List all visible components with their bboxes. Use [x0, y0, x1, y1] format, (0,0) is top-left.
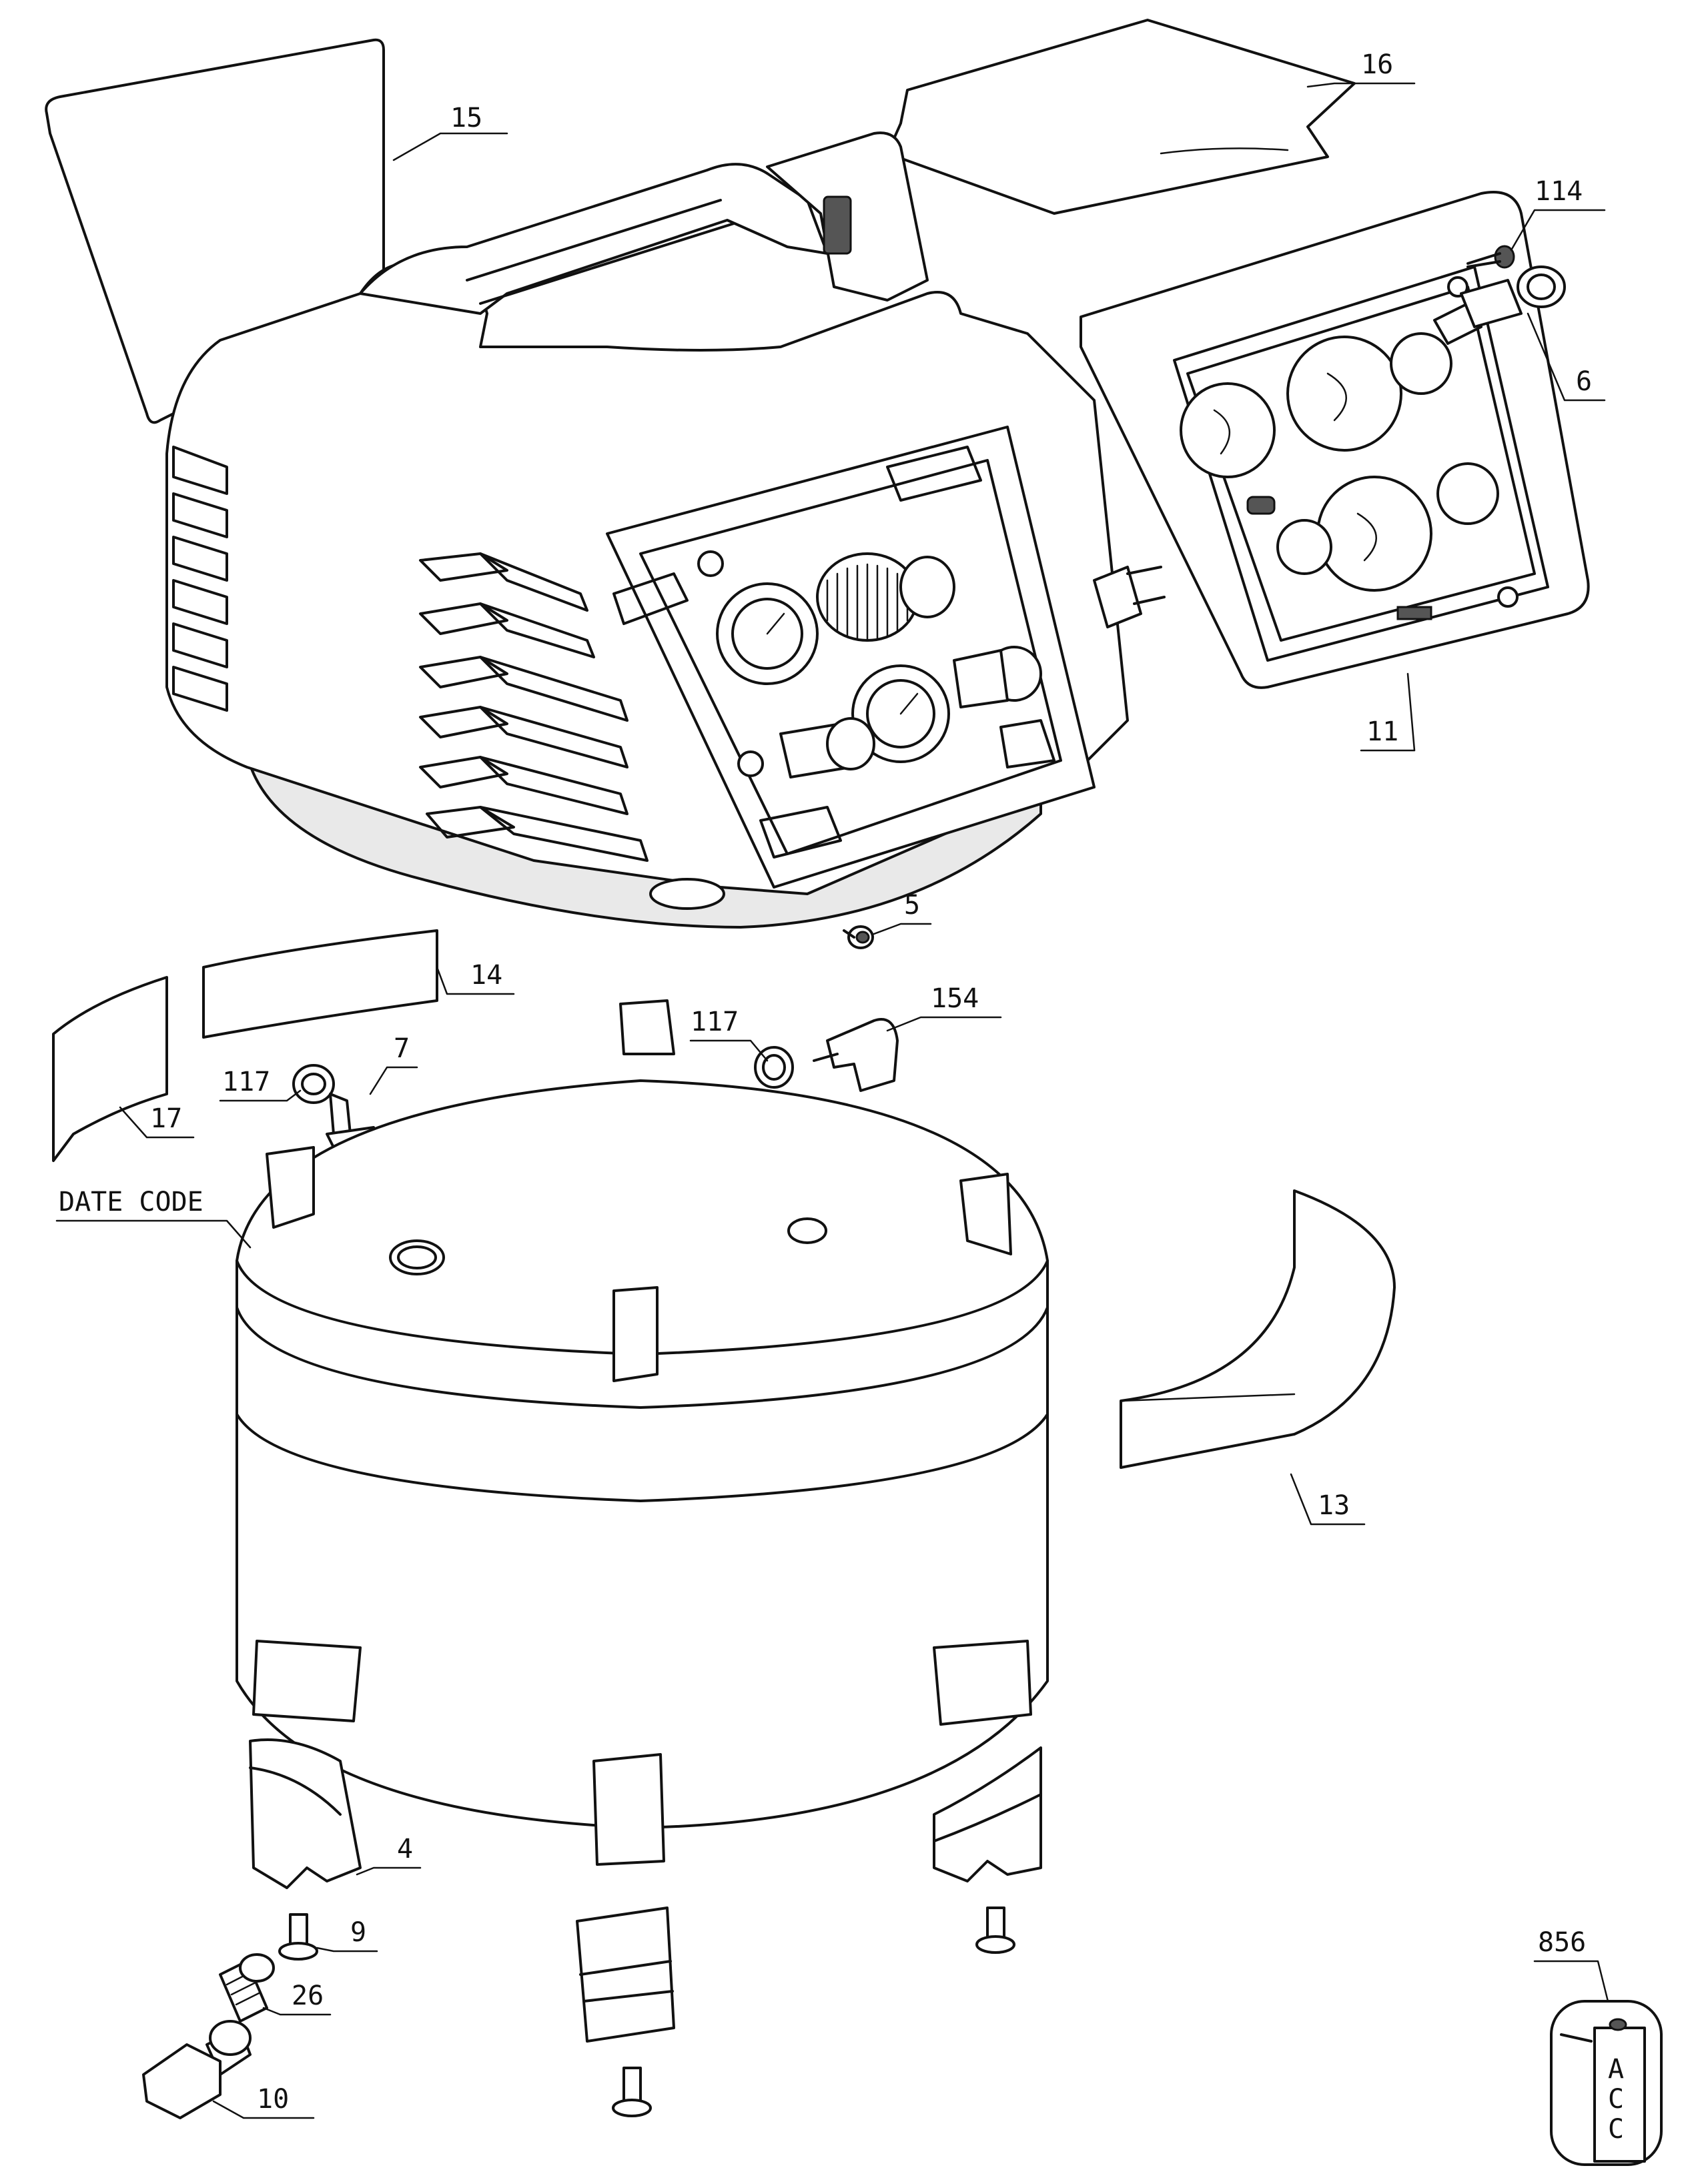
elbow-fitting-154-icon — [813, 1018, 899, 1092]
callout-117-upper: 117 — [691, 1007, 739, 1037]
front-cover-11 — [1080, 191, 1590, 689]
cover-badge-icon — [1246, 496, 1276, 515]
callout-856: 856 — [1538, 1927, 1586, 1958]
cover-opening-small-top — [1390, 332, 1452, 395]
cover-opening-gauge-bottom — [1316, 476, 1432, 592]
acc-letter-3: C — [1608, 2114, 1624, 2145]
bolt-9-icon — [278, 1913, 318, 1961]
callout-14: 14 — [470, 960, 502, 991]
cover-badge-bottom-icon — [1396, 606, 1432, 620]
callout-9: 9 — [350, 1917, 366, 1948]
callout-15: 15 — [450, 103, 482, 133]
front-vent — [419, 552, 649, 862]
callout-5: 5 — [904, 890, 920, 921]
side-vent-left — [172, 446, 228, 712]
callout-114: 114 — [1535, 176, 1583, 207]
callout-11: 11 — [1366, 716, 1398, 747]
housing-drain-hole — [649, 878, 725, 910]
cover-opening-gauge-top — [1286, 336, 1402, 452]
drain-valve-10-icon — [142, 2020, 252, 2119]
acc-letter-1: A — [1608, 2054, 1624, 2085]
callout-6: 6 — [1576, 366, 1592, 397]
callout-154: 154 — [931, 983, 979, 1014]
callout-13: 13 — [1318, 1490, 1350, 1521]
screw-114-icon — [1466, 245, 1515, 269]
carry-handle — [359, 131, 929, 315]
air-tank — [236, 999, 1049, 1829]
regulator-knob-icon — [816, 552, 955, 642]
tank-bracket-left — [266, 1146, 315, 1229]
control-panel-frame — [606, 426, 1096, 889]
power-plug-icon — [1093, 566, 1166, 628]
callout-26: 26 — [292, 1981, 324, 2011]
callout-17: 17 — [150, 1103, 182, 1134]
bolt-right-icon — [975, 1906, 1015, 1954]
callouts: 15 16 114 6 11 5 14 117 154 117 7 17 — [55, 49, 1609, 2119]
nut-5-icon — [843, 925, 874, 949]
quick-coupler-6-icon — [1433, 265, 1566, 345]
bolt-center-icon — [612, 2067, 652, 2117]
callout-4: 4 — [397, 1834, 413, 1864]
tank-bracket-front — [612, 1286, 659, 1382]
hose-clamp-117-lower-icon — [292, 1064, 335, 1104]
nipple-26-icon — [219, 1953, 275, 2023]
label-sheet-14 — [202, 929, 438, 1039]
callout-date-code: DATE CODE — [59, 1187, 203, 1217]
callout-16: 16 — [1361, 49, 1393, 80]
label-sheet-17 — [52, 976, 168, 1162]
tank-bracket-top — [619, 999, 675, 1055]
cover-opening-small-left — [1276, 519, 1332, 575]
cover-opening-gauge-left — [1180, 382, 1276, 478]
tank-bracket-right — [959, 1173, 1012, 1255]
power-switch-icon — [823, 195, 852, 255]
label-sheet-16 — [886, 19, 1356, 215]
callout-117-lower: 117 — [222, 1067, 270, 1097]
accessory-kit-856: A C C — [1550, 2000, 1663, 2166]
foot-center — [576, 1753, 675, 2043]
callout-7: 7 — [394, 1033, 410, 1064]
tank-port-right — [787, 1217, 827, 1244]
label-band-13 — [1120, 1189, 1396, 1469]
motor-housing — [165, 131, 1166, 929]
foot-left — [249, 1738, 362, 1889]
foot-right — [933, 1746, 1042, 1882]
callout-10: 10 — [257, 2084, 289, 2115]
cover-opening-small-right — [1436, 462, 1499, 525]
acc-letter-2: C — [1608, 2084, 1624, 2115]
